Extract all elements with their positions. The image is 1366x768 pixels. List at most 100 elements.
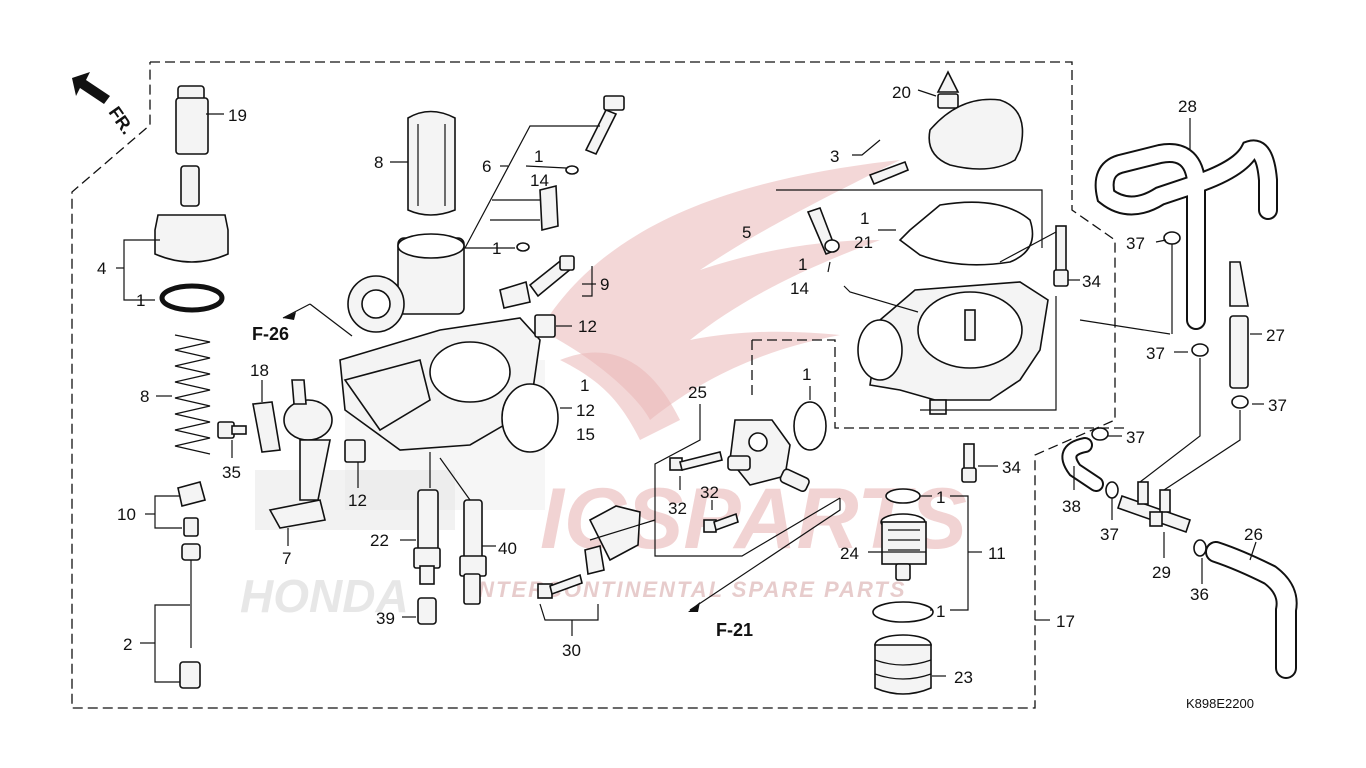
ref-f21: F-21	[716, 620, 753, 640]
part-10-clip	[177, 481, 206, 537]
part-1-ring-lower	[872, 601, 934, 623]
watermark-maker: HONDA	[240, 570, 409, 622]
part-28-hose	[1094, 139, 1278, 330]
label-29: 29	[1152, 563, 1171, 582]
part-o-ring-1	[159, 283, 225, 313]
label-15: 15	[576, 425, 595, 444]
label-37-a: 37	[1126, 234, 1145, 253]
part-12-plate-a	[534, 314, 556, 338]
label-14-jet: 14	[530, 171, 549, 190]
part-27-tube	[1229, 261, 1249, 389]
part-26-hose	[1205, 541, 1298, 679]
part-6-screw	[584, 95, 625, 156]
label-23: 23	[954, 668, 973, 687]
part-34-bolt-a	[1053, 225, 1069, 287]
label-34-a: 34	[1082, 272, 1101, 291]
part-24-filter	[880, 513, 927, 581]
part-18-bracket	[252, 401, 281, 453]
watermark-tagline: INTERCONTINENTAL SPARE PARTS	[470, 577, 907, 602]
label-5: 5	[742, 223, 751, 242]
label-12-plate: 12	[578, 317, 597, 336]
label-19: 19	[228, 106, 247, 125]
label-20: 20	[892, 83, 911, 102]
part-36-clip	[1193, 539, 1207, 557]
label-12-plate-b: 12	[348, 491, 367, 510]
part-3-cover	[868, 98, 1024, 186]
label-1-center-ring: 1	[802, 365, 811, 384]
label-4: 4	[97, 259, 106, 278]
part-32-screw-b	[703, 512, 739, 533]
label-18: 18	[250, 361, 269, 380]
label-8-spring: 8	[140, 387, 149, 406]
part-39-jet	[417, 597, 437, 625]
part-7-lever	[268, 379, 333, 529]
label-2: 2	[123, 635, 132, 654]
label-17: 17	[1056, 612, 1075, 631]
honda-wing-watermark	[540, 160, 900, 440]
label-39: 39	[376, 609, 395, 628]
part-25-assembly	[727, 419, 810, 493]
part-1-ring-center	[793, 401, 827, 451]
label-25: 25	[688, 383, 707, 402]
part-20-valve	[936, 70, 960, 109]
label-1-oring: 1	[136, 291, 145, 310]
label-9: 9	[600, 275, 609, 294]
part-6-small-parts	[516, 165, 579, 252]
label-1-jet-b: 1	[492, 239, 501, 258]
label-40: 40	[498, 539, 517, 558]
label-8-cover: 8	[374, 153, 383, 172]
label-38: 38	[1062, 497, 1081, 516]
label-1-filter-upper: 1	[936, 488, 945, 507]
carburetor-body	[339, 233, 541, 451]
part-8-top-cover	[407, 110, 456, 216]
ref-f26: F-26	[252, 324, 289, 344]
ref-f26-arrowhead	[283, 312, 296, 320]
label-1-gasket: 1	[580, 376, 589, 395]
part-12-plate-b	[344, 439, 366, 463]
label-35: 35	[222, 463, 241, 482]
label-24: 24	[840, 544, 859, 563]
part-9-screw	[499, 255, 575, 309]
part-19-cap	[175, 85, 209, 155]
label-27: 27	[1266, 326, 1285, 345]
part-22-jet	[413, 489, 441, 585]
front-direction-label: FR.	[105, 103, 138, 138]
part-23-cup	[874, 634, 932, 695]
leader-lines	[116, 89, 1264, 683]
label-1-filter-lower: 1	[936, 602, 945, 621]
label-32-a: 32	[668, 499, 687, 518]
front-direction-arrow	[72, 72, 110, 104]
float-chamber-body	[857, 281, 1049, 415]
label-10: 10	[117, 505, 136, 524]
part-12-gasket	[501, 383, 559, 453]
label-37-b: 37	[1146, 344, 1165, 363]
label-3: 3	[830, 147, 839, 166]
label-34-b: 34	[1002, 458, 1021, 477]
label-1-jet: 1	[534, 147, 543, 166]
part-34-bolt-b	[961, 443, 977, 483]
part-8-spring	[174, 334, 211, 455]
part-30-assembly	[537, 505, 641, 599]
label-36: 36	[1190, 585, 1209, 604]
label-11: 11	[988, 544, 1006, 563]
label-12-gasket: 12	[576, 401, 595, 420]
part-35-bolt	[217, 421, 247, 439]
label-7: 7	[282, 549, 291, 568]
label-6: 6	[482, 157, 491, 176]
part-2-needle	[179, 543, 201, 689]
label-28: 28	[1178, 97, 1197, 116]
part-1-ring-upper	[885, 488, 921, 504]
label-37-d: 37	[1126, 428, 1145, 447]
label-32-b: 32	[700, 483, 719, 502]
part-37-clips	[1091, 231, 1249, 499]
label-37-e: 37	[1100, 525, 1119, 544]
part-29-tee	[1116, 481, 1192, 534]
diagram-frame	[71, 61, 1125, 709]
part-32-screw-a	[669, 451, 723, 471]
diagram-code: K898E2200	[1186, 696, 1254, 711]
label-21: 21	[854, 233, 873, 252]
label-1-gasket-21: 1	[860, 209, 869, 228]
part-40-jet	[459, 499, 487, 605]
label-22: 22	[370, 531, 389, 550]
